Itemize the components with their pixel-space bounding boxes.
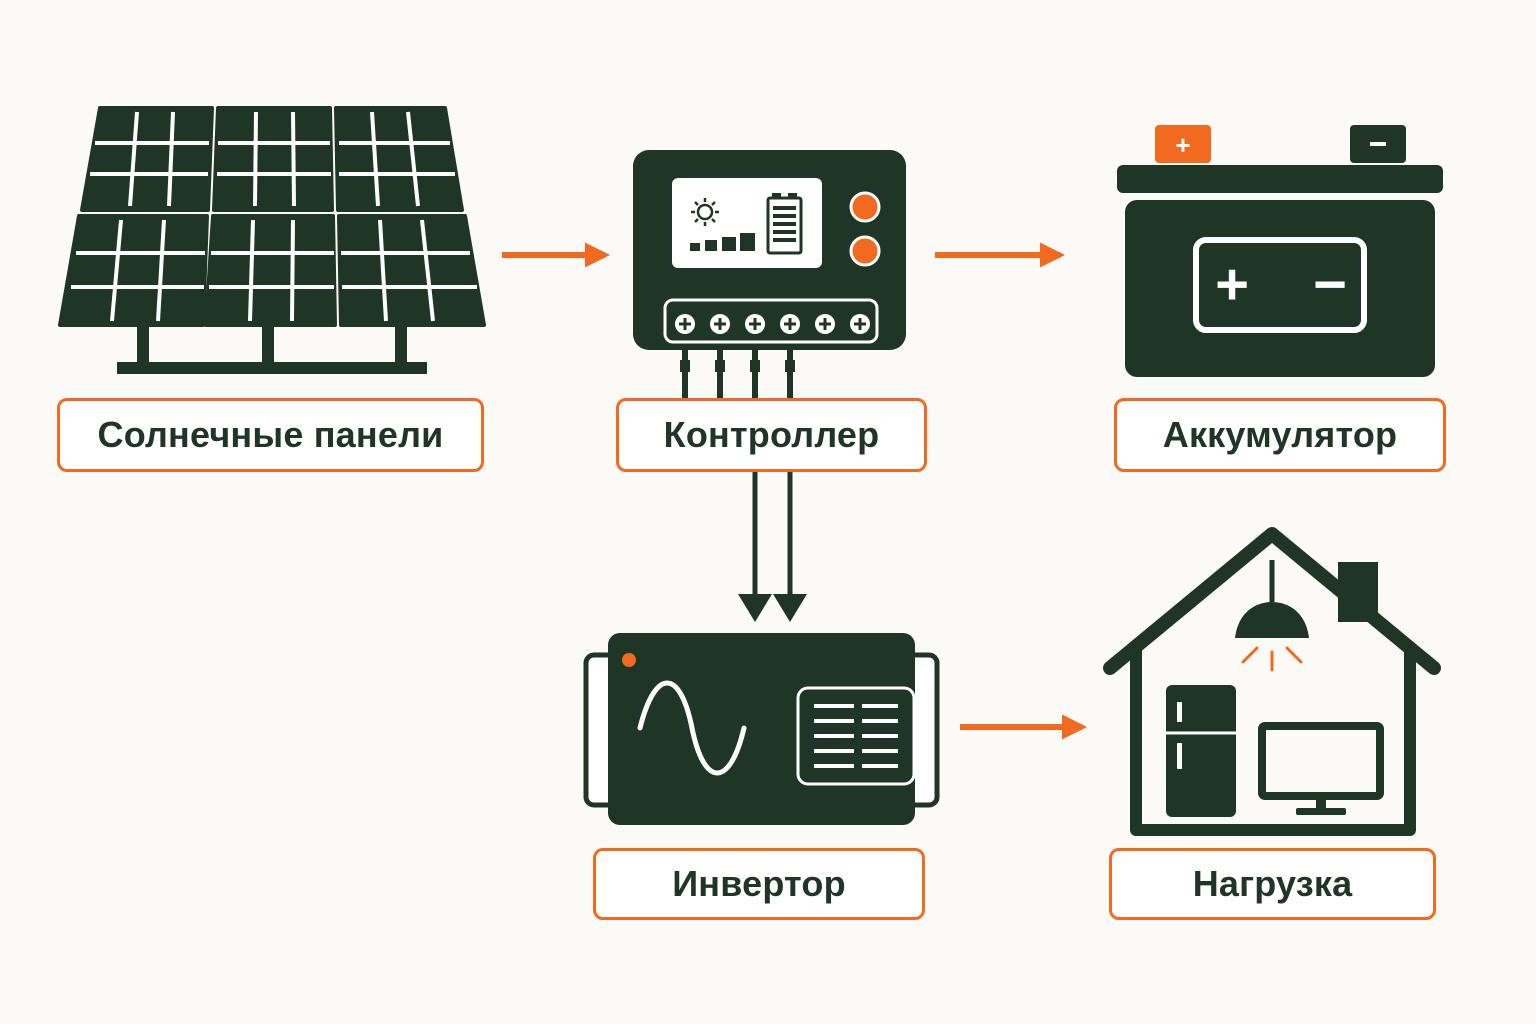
signal-bars (690, 233, 755, 251)
arrows (502, 242, 1088, 740)
inverter-icon (583, 633, 940, 825)
battery-icon: + + − (1117, 125, 1443, 377)
inverter-led (622, 653, 636, 667)
vent-icon (814, 704, 898, 768)
label-inverter: Инвертор (593, 848, 925, 920)
charge-controller-icon (633, 150, 906, 398)
fridge-icon (1166, 685, 1236, 817)
tv-icon (1258, 722, 1384, 815)
label-load: Нагрузка (1109, 848, 1436, 920)
battery-level-icon (766, 193, 803, 255)
label-solar-panels: Солнечные панели (57, 398, 484, 472)
controller-wires (682, 350, 793, 398)
lamp-icon (1235, 560, 1309, 672)
svg-text:+: + (1175, 130, 1190, 160)
terminal-screws (675, 314, 870, 334)
label-controller: Контроллер (616, 398, 927, 472)
battery-minus: − (1313, 252, 1347, 317)
house-icon (1103, 527, 1441, 836)
arrow-controller-to-inverter (738, 470, 807, 622)
sun-icon (691, 198, 719, 226)
controller-button-1 (849, 191, 881, 223)
battery-plus: + (1215, 252, 1249, 317)
solar-panel-icon (58, 106, 486, 374)
sine-wave-icon (637, 680, 747, 776)
controller-button-2 (849, 235, 881, 267)
label-battery: Аккумулятор (1114, 398, 1446, 472)
